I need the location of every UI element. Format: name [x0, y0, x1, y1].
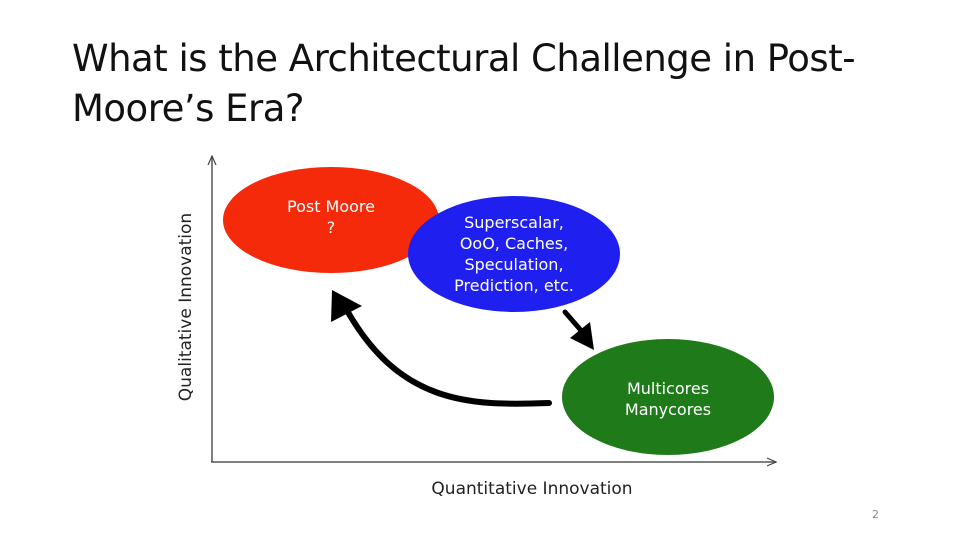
multicores-label-line-1: Multicores: [626, 379, 710, 398]
superscalar-ellipse: [408, 196, 620, 312]
arrow-multicores-to-post-moore: [331, 290, 552, 407]
post-moore-ellipse: [223, 167, 439, 273]
post-moore-label: Post Moore ?: [231, 196, 431, 238]
superscalar-label-line-3: Speculation,: [464, 255, 564, 274]
multicores-label-line-2: Manycores: [624, 400, 712, 419]
arrow-superscalar-to-multicores: [562, 309, 594, 350]
superscalar-label-line-4: Prediction, etc.: [454, 276, 574, 295]
title-line-2: Moore’s Era?: [72, 87, 305, 130]
superscalar-label-line-2: OoO, Caches,: [459, 234, 569, 253]
superscalar-label: Superscalar, OoO, Caches, Speculation, P…: [414, 212, 614, 296]
multicores-ellipse: [562, 339, 774, 455]
slide-title: What is the Architectural Challenge in P…: [72, 34, 912, 134]
y-axis-label: Qualitative Innovation: [176, 212, 196, 402]
title-line-1: What is the Architectural Challenge in P…: [72, 37, 856, 80]
multicores-label: Multicores Manycores: [568, 378, 768, 420]
post-moore-label-line-2: ?: [326, 218, 336, 237]
x-axis-label: Quantitative Innovation: [431, 479, 633, 499]
superscalar-label-line-1: Superscalar,: [464, 213, 564, 232]
post-moore-label-line-1: Post Moore: [286, 197, 375, 216]
page-number: 2: [872, 508, 879, 521]
